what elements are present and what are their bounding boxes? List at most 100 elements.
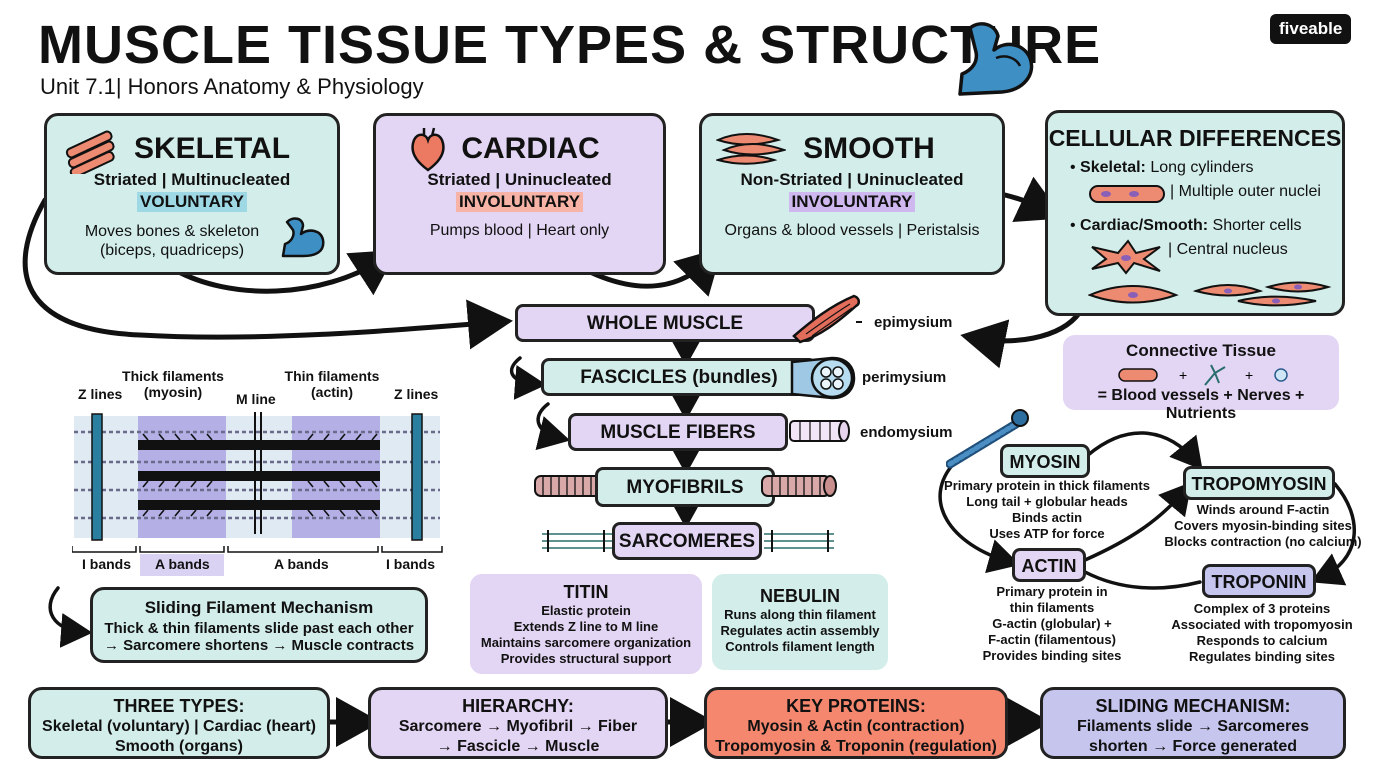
myofibrils-level: MYOFIBRILS	[595, 467, 775, 507]
troponin-line-1: Complex of 3 proteins	[1193, 601, 1331, 616]
cellular-skeletal-label: Skeletal:	[1080, 159, 1146, 176]
sarcomere-right-icon	[764, 530, 834, 552]
troponin-line-3: Responds to calcium	[1196, 633, 1328, 648]
band-label-4: I bands	[386, 556, 436, 572]
m-line-label: M line	[236, 391, 276, 407]
thin-filament-label-line2: (actin)	[311, 384, 353, 400]
titin-card: TITIN Elastic protein Extends Z line to …	[470, 574, 702, 674]
summary-mech-line1: Filaments slide → Sarcomeres	[1076, 718, 1310, 735]
nebulin-card: NEBULIN Runs along thin filament Regulat…	[712, 574, 888, 670]
epimysium-label: epimysium	[874, 314, 953, 331]
summary-key-proteins: KEY PROTEINS: Myosin & Actin (contractio…	[704, 687, 1008, 759]
cardiac-title: CARDIAC	[461, 132, 600, 165]
cellular-title: CELLULAR DIFFERENCES	[1048, 125, 1342, 151]
z-lines-left-label: Z lines	[78, 386, 123, 402]
sarcomeres-level: SARCOMERES	[612, 522, 762, 560]
summary-mech-title: SLIDING MECHANISM:	[1095, 696, 1291, 716]
actin-description: Primary protein in thin filaments G-acti…	[972, 584, 1132, 664]
cellular-cardiac-text2: | Central nucleus	[1168, 241, 1288, 258]
actin-line-2: thin filaments	[1009, 600, 1095, 615]
actin-node: ACTIN	[1012, 548, 1086, 582]
sarcomere-left-icon	[542, 530, 612, 552]
titin-line-4: Provides structural support	[500, 651, 672, 666]
skeletal-control: VOLUNTARY	[137, 192, 247, 212]
sliding-line2: → Sarcomere shortens → Muscle contracts	[103, 637, 415, 654]
troponin-description: Complex of 3 proteins Associated with tr…	[1162, 601, 1362, 665]
vessel-nerve-nutrient-icons: + +	[1118, 364, 1288, 386]
smooth-description: Organs & blood vessels | Peristalsis	[724, 222, 980, 239]
sliding-title: Sliding Filament Mechanism	[144, 598, 374, 617]
summary-key-line2: Tropomyosin & Troponin (regulation)	[715, 738, 997, 755]
skeletal-card: SKELETAL Striated | Multinucleated VOLUN…	[44, 113, 340, 275]
smooth-card: SMOOTH Non-Striated | Uninucleated INVOL…	[699, 113, 1005, 275]
actin-line-3: G-actin (globular) +	[992, 616, 1112, 631]
band-label-1: I bands	[82, 556, 132, 572]
smooth-title: SMOOTH	[803, 132, 935, 165]
titin-title: TITIN	[563, 582, 609, 602]
myosin-line-4: Uses ATP for force	[989, 526, 1105, 541]
cardiac-properties: Striated | Uninucleated	[427, 170, 612, 189]
summary-hier-line1: Sarcomere → Myofibril → Fiber	[398, 718, 638, 735]
skeletal-muscle-icon	[65, 130, 115, 174]
sliding-filament-card: Sliding Filament Mechanism Thick & thin …	[90, 587, 428, 663]
myosin-molecule-icon	[946, 409, 1029, 469]
nebulin-line-2: Regulates actin assembly	[720, 623, 880, 638]
smooth-control: INVOLUNTARY	[788, 192, 916, 212]
troponin-line-2: Associated with tropomyosin	[1171, 617, 1353, 632]
summary-three-line1: Skeletal (voluntary) | Cardiac (heart)	[42, 718, 316, 735]
myosin-line-2: Long tail + globular heads	[966, 494, 1128, 509]
nebulin-title: NEBULIN	[760, 586, 840, 606]
myosin-node: MYOSIN	[1000, 444, 1090, 478]
thin-filament-label: Thin filaments (actin)	[284, 368, 380, 400]
summary-mech-line2: shorten → Force generated	[1088, 738, 1298, 755]
myofibril-right-icon	[761, 475, 837, 497]
cellular-cardiac-text: Shorter cells	[1212, 217, 1302, 234]
summary-sliding-mechanism: SLIDING MECHANISM: Filaments slide → Sar…	[1040, 687, 1346, 759]
thick-filament-label-line1: Thick filaments	[122, 368, 224, 384]
cardiac-description: Pumps blood | Heart only	[429, 222, 610, 239]
summary-key-title: KEY PROTEINS:	[786, 696, 926, 716]
summary-hier-line2: → Fascicle → Muscle	[436, 738, 600, 755]
z-lines-right-label: Z lines	[394, 386, 439, 402]
muscle-fibers-level: MUSCLE FIBERS	[568, 413, 788, 451]
smooth-properties: Non-Striated | Uninucleated	[740, 170, 964, 189]
cellular-cardiac-label: Cardiac/Smooth:	[1080, 217, 1209, 234]
myosin-line-1: Primary protein in thick filaments	[944, 478, 1150, 493]
actin-line-1: Primary protein in	[996, 584, 1108, 599]
summary-three-line2: Smooth (organs)	[115, 738, 243, 755]
sliding-line1: Thick & thin filaments slide past each o…	[104, 620, 414, 637]
fascicles-level: FASCICLES (bundles)	[541, 358, 817, 396]
connective-title: Connective Tissue	[1126, 341, 1276, 360]
skeletal-cell-icon	[1089, 185, 1165, 203]
skeletal-title: SKELETAL	[133, 132, 291, 165]
troponin-node: TROPONIN	[1202, 564, 1316, 598]
tropomyosin-line-1: Winds around F-actin	[1196, 502, 1330, 517]
tropomyosin-line-2: Covers myosin-binding sites	[1174, 518, 1352, 533]
heart-icon	[411, 127, 445, 172]
arm-muscle-icon	[281, 217, 325, 258]
cardiac-cell-icon	[1091, 239, 1161, 275]
smooth-muscle-icon	[716, 133, 786, 165]
cardiac-control: INVOLUNTARY	[456, 192, 583, 212]
cellular-differences-card: CELLULAR DIFFERENCES • Skeletal: Long cy…	[1045, 110, 1345, 316]
troponin-line-4: Regulates binding sites	[1189, 649, 1335, 664]
flexed-arm-icon	[958, 22, 1034, 96]
whole-muscle-level: WHOLE MUSCLE	[515, 304, 815, 342]
summary-three-types: THREE TYPES: Skeletal (voluntary) | Card…	[28, 687, 330, 759]
svg-text:+: +	[1179, 367, 1187, 383]
myosin-line-3: Binds actin	[1011, 510, 1083, 525]
band-label-2: A bands	[155, 556, 210, 572]
skeletal-properties: Striated | Multinucleated	[93, 170, 291, 189]
sarcomere-diagram	[72, 412, 443, 576]
tropomyosin-line-3: Blocks contraction (no calcium)	[1164, 534, 1362, 549]
connective-text: = Blood vessels + Nerves + Nutrients	[1097, 387, 1305, 422]
svg-text:+: +	[1245, 367, 1253, 383]
perimysium-label: perimysium	[862, 369, 947, 386]
cardiac-card: CARDIAC Striated | Uninucleated INVOLUNT…	[373, 113, 666, 275]
summary-hierarchy: HIERARCHY: Sarcomere → Myofibril → Fiber…	[368, 687, 668, 759]
smooth-cell-icon	[1088, 281, 1332, 307]
brand-logo: fiveable	[1270, 14, 1352, 44]
thick-filament-label: Thick filaments (myosin)	[118, 368, 228, 400]
tropomyosin-node: TROPOMYOSIN	[1183, 466, 1335, 500]
